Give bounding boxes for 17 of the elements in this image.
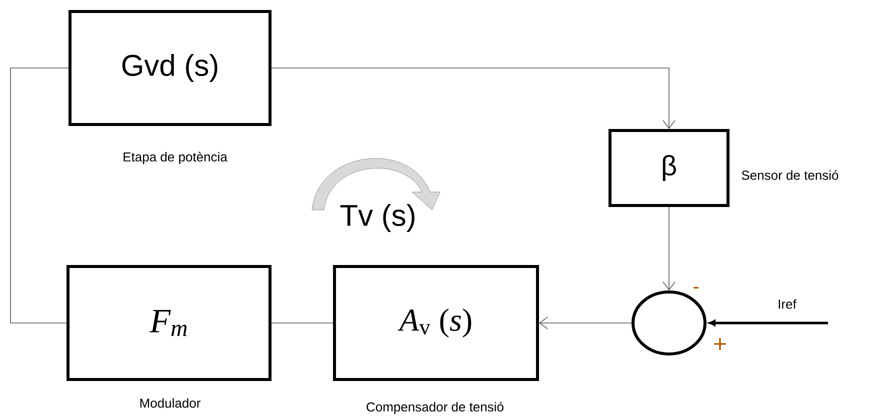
block-caption: Sensor de tensió <box>742 170 838 180</box>
summing-junction <box>632 290 706 356</box>
block-caption: Modulador <box>140 398 200 408</box>
arrow <box>271 68 676 129</box>
arrow <box>539 316 632 330</box>
block-box: β <box>608 129 730 207</box>
loop-gain-label: Tv (s) <box>340 204 414 232</box>
arrow <box>708 320 828 326</box>
sign-label: - <box>694 286 698 288</box>
block-box: A$_{v}$ (s) <box>333 265 539 381</box>
block-caption: Etapa de potència <box>124 152 228 164</box>
block-box: F$_{m}$ <box>66 265 272 381</box>
arrow <box>662 206 676 290</box>
sign-label: + <box>714 338 726 350</box>
edge-label: Iref <box>778 299 796 309</box>
block-box: Gvd (s) <box>68 10 272 126</box>
block-caption: Compensador de tensió <box>366 402 504 414</box>
